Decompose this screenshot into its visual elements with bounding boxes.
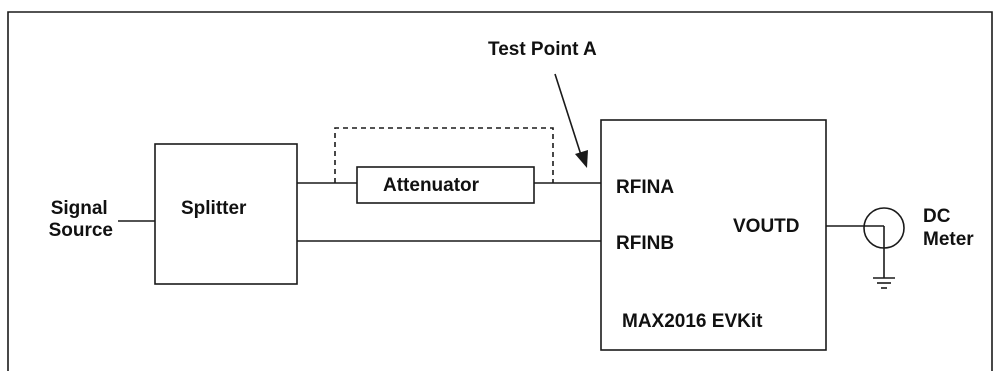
signal-source-label: Signal Source xyxy=(49,198,113,241)
evkit-block xyxy=(600,119,827,351)
dc-meter-label-line2: Meter xyxy=(923,229,974,250)
attenuator-bypass-dashed-path xyxy=(334,127,554,183)
evkit-label: MAX2016 EVKit xyxy=(622,311,763,332)
signal-source-label-line2: Source xyxy=(49,220,113,241)
dc-meter-label-line1: DC xyxy=(923,206,951,227)
attenuator-label: Attenuator xyxy=(383,175,480,196)
attenuator-block xyxy=(356,166,535,204)
rfinb-label: RFINB xyxy=(616,233,674,254)
rfina-label: RFINA xyxy=(616,177,674,198)
signal-source-label-line1: Signal xyxy=(51,198,108,219)
test-point-arrow-head xyxy=(575,150,588,168)
splitter-label: Splitter xyxy=(181,198,247,219)
voutd-label: VOUTD xyxy=(733,216,800,237)
splitter-block xyxy=(154,143,298,285)
test-point-arrow-shaft xyxy=(554,73,582,156)
test-point-label: Test Point A xyxy=(488,39,597,60)
dc-meter-label: DC Meter xyxy=(923,206,974,250)
outer-frame xyxy=(7,11,993,371)
